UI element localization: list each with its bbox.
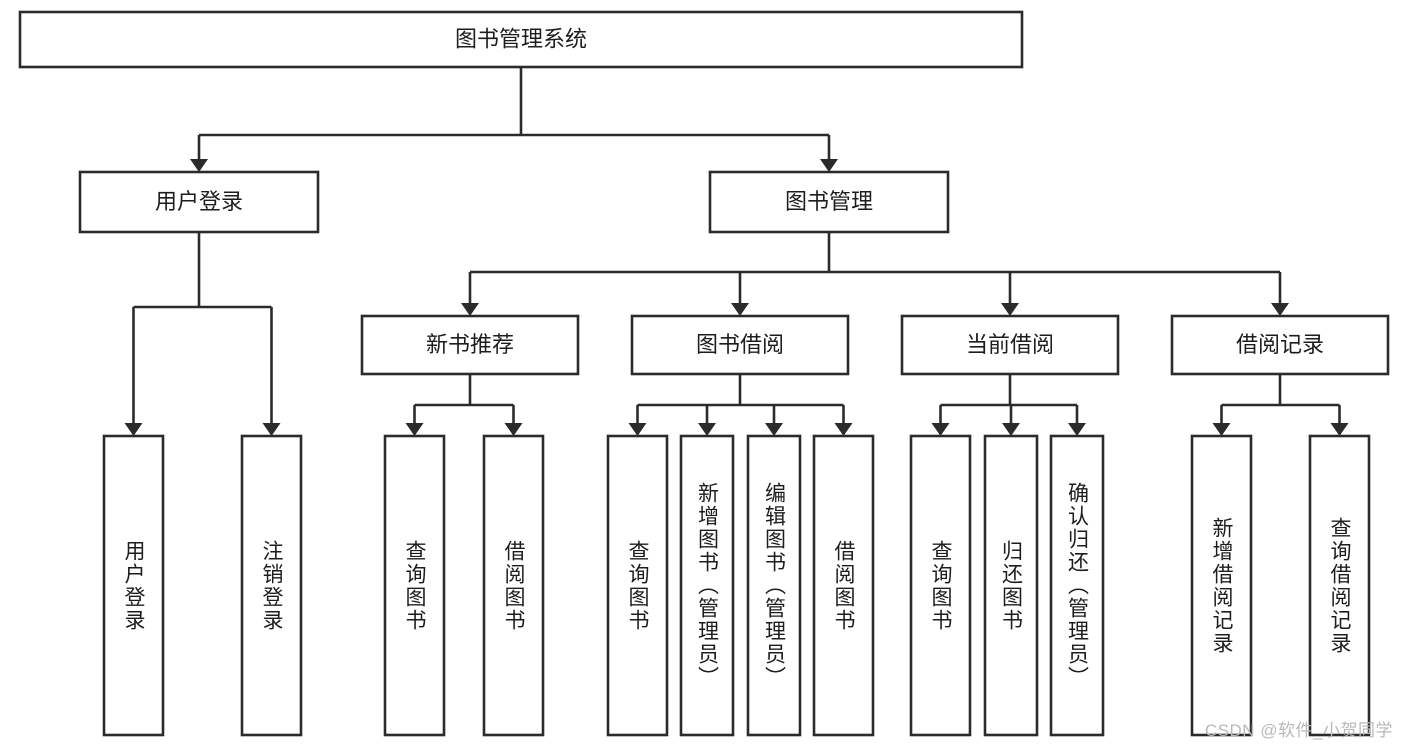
node-box-leaf-confirm-return[interactable] xyxy=(1049,434,1105,737)
node-box-leaf-edit-book[interactable] xyxy=(746,434,802,737)
edge-arrow-leaf-return-book xyxy=(1002,423,1020,436)
edge-group-book-borrow xyxy=(628,374,853,436)
edge-arrow-leaf-edit-book xyxy=(765,423,783,436)
edge-group-current-borrow xyxy=(931,374,1086,436)
edge-arrow-borrow-record xyxy=(1271,303,1289,316)
node-box-book-manage[interactable] xyxy=(708,170,950,234)
edge-arrow-book-manage xyxy=(820,159,838,172)
edge-arrow-leaf-borrow-book xyxy=(834,423,853,436)
node-label-new-book-recommend: 新书推荐 xyxy=(426,332,514,357)
edge-group-borrow-record xyxy=(1212,374,1349,436)
node-box-new-book-recommend[interactable] xyxy=(360,314,580,376)
node-box-leaf-query-book-cur[interactable] xyxy=(909,434,972,737)
node-box-borrow-record[interactable] xyxy=(1170,314,1390,376)
watermark-text: CSDN @软件_小贺同学 xyxy=(1204,721,1393,740)
edge-arrow-leaf-query-record xyxy=(1330,423,1349,436)
node-box-leaf-query-book-rec[interactable] xyxy=(383,434,446,737)
edge-arrow-user-login xyxy=(190,159,208,172)
node-box-leaf-borrow-book[interactable] xyxy=(812,434,875,737)
node-box-current-borrow[interactable] xyxy=(900,314,1120,376)
node-box-leaf-add-record[interactable] xyxy=(1190,434,1253,737)
edge-arrow-leaf-add-book xyxy=(698,423,716,436)
node-label-book-manage: 图书管理 xyxy=(785,189,873,214)
edge-arrow-leaf-confirm-return xyxy=(1068,423,1086,436)
node-box-leaf-borrow-book-rec[interactable] xyxy=(482,434,545,737)
node-box-leaf-logout[interactable] xyxy=(240,434,303,737)
node-box-root[interactable] xyxy=(18,10,1024,69)
node-label-user-login: 用户登录 xyxy=(155,189,243,214)
node-box-leaf-add-book[interactable] xyxy=(679,434,735,737)
node-label-borrow-record: 借阅记录 xyxy=(1236,332,1324,357)
node-label-root: 图书管理系统 xyxy=(455,26,587,51)
edge-arrow-leaf-query-book-borrow xyxy=(628,423,647,436)
edge-arrow-leaf-borrow-book-rec xyxy=(504,423,523,436)
edge-group-user-login xyxy=(124,232,281,436)
edge-arrow-leaf-query-book-cur xyxy=(931,423,950,436)
edge-arrow-leaf-query-book-rec xyxy=(405,423,424,436)
node-box-leaf-query-book-borrow[interactable] xyxy=(606,434,669,737)
node-box-leaf-user-login[interactable] xyxy=(102,434,165,737)
boxes-layer xyxy=(18,10,1390,737)
node-box-user-login[interactable] xyxy=(78,170,320,234)
edge-group-root xyxy=(190,67,838,172)
edge-group-book-manage xyxy=(461,232,1289,316)
node-label-current-borrow: 当前借阅 xyxy=(966,332,1054,357)
node-box-leaf-return-book[interactable] xyxy=(983,434,1039,737)
edge-arrow-new-book-recommend xyxy=(461,303,479,316)
node-box-book-borrow[interactable] xyxy=(630,314,850,376)
edges-layer xyxy=(124,67,1349,436)
edge-arrow-book-borrow xyxy=(731,303,749,316)
node-box-leaf-query-record[interactable] xyxy=(1308,434,1371,737)
edge-arrow-leaf-logout xyxy=(262,423,281,436)
edge-group-new-book-recommend xyxy=(405,374,523,436)
edge-arrow-current-borrow xyxy=(1001,303,1019,316)
node-label-book-borrow: 图书借阅 xyxy=(696,332,784,357)
edge-arrow-leaf-user-login xyxy=(124,423,143,436)
edge-arrow-leaf-add-record xyxy=(1212,423,1231,436)
